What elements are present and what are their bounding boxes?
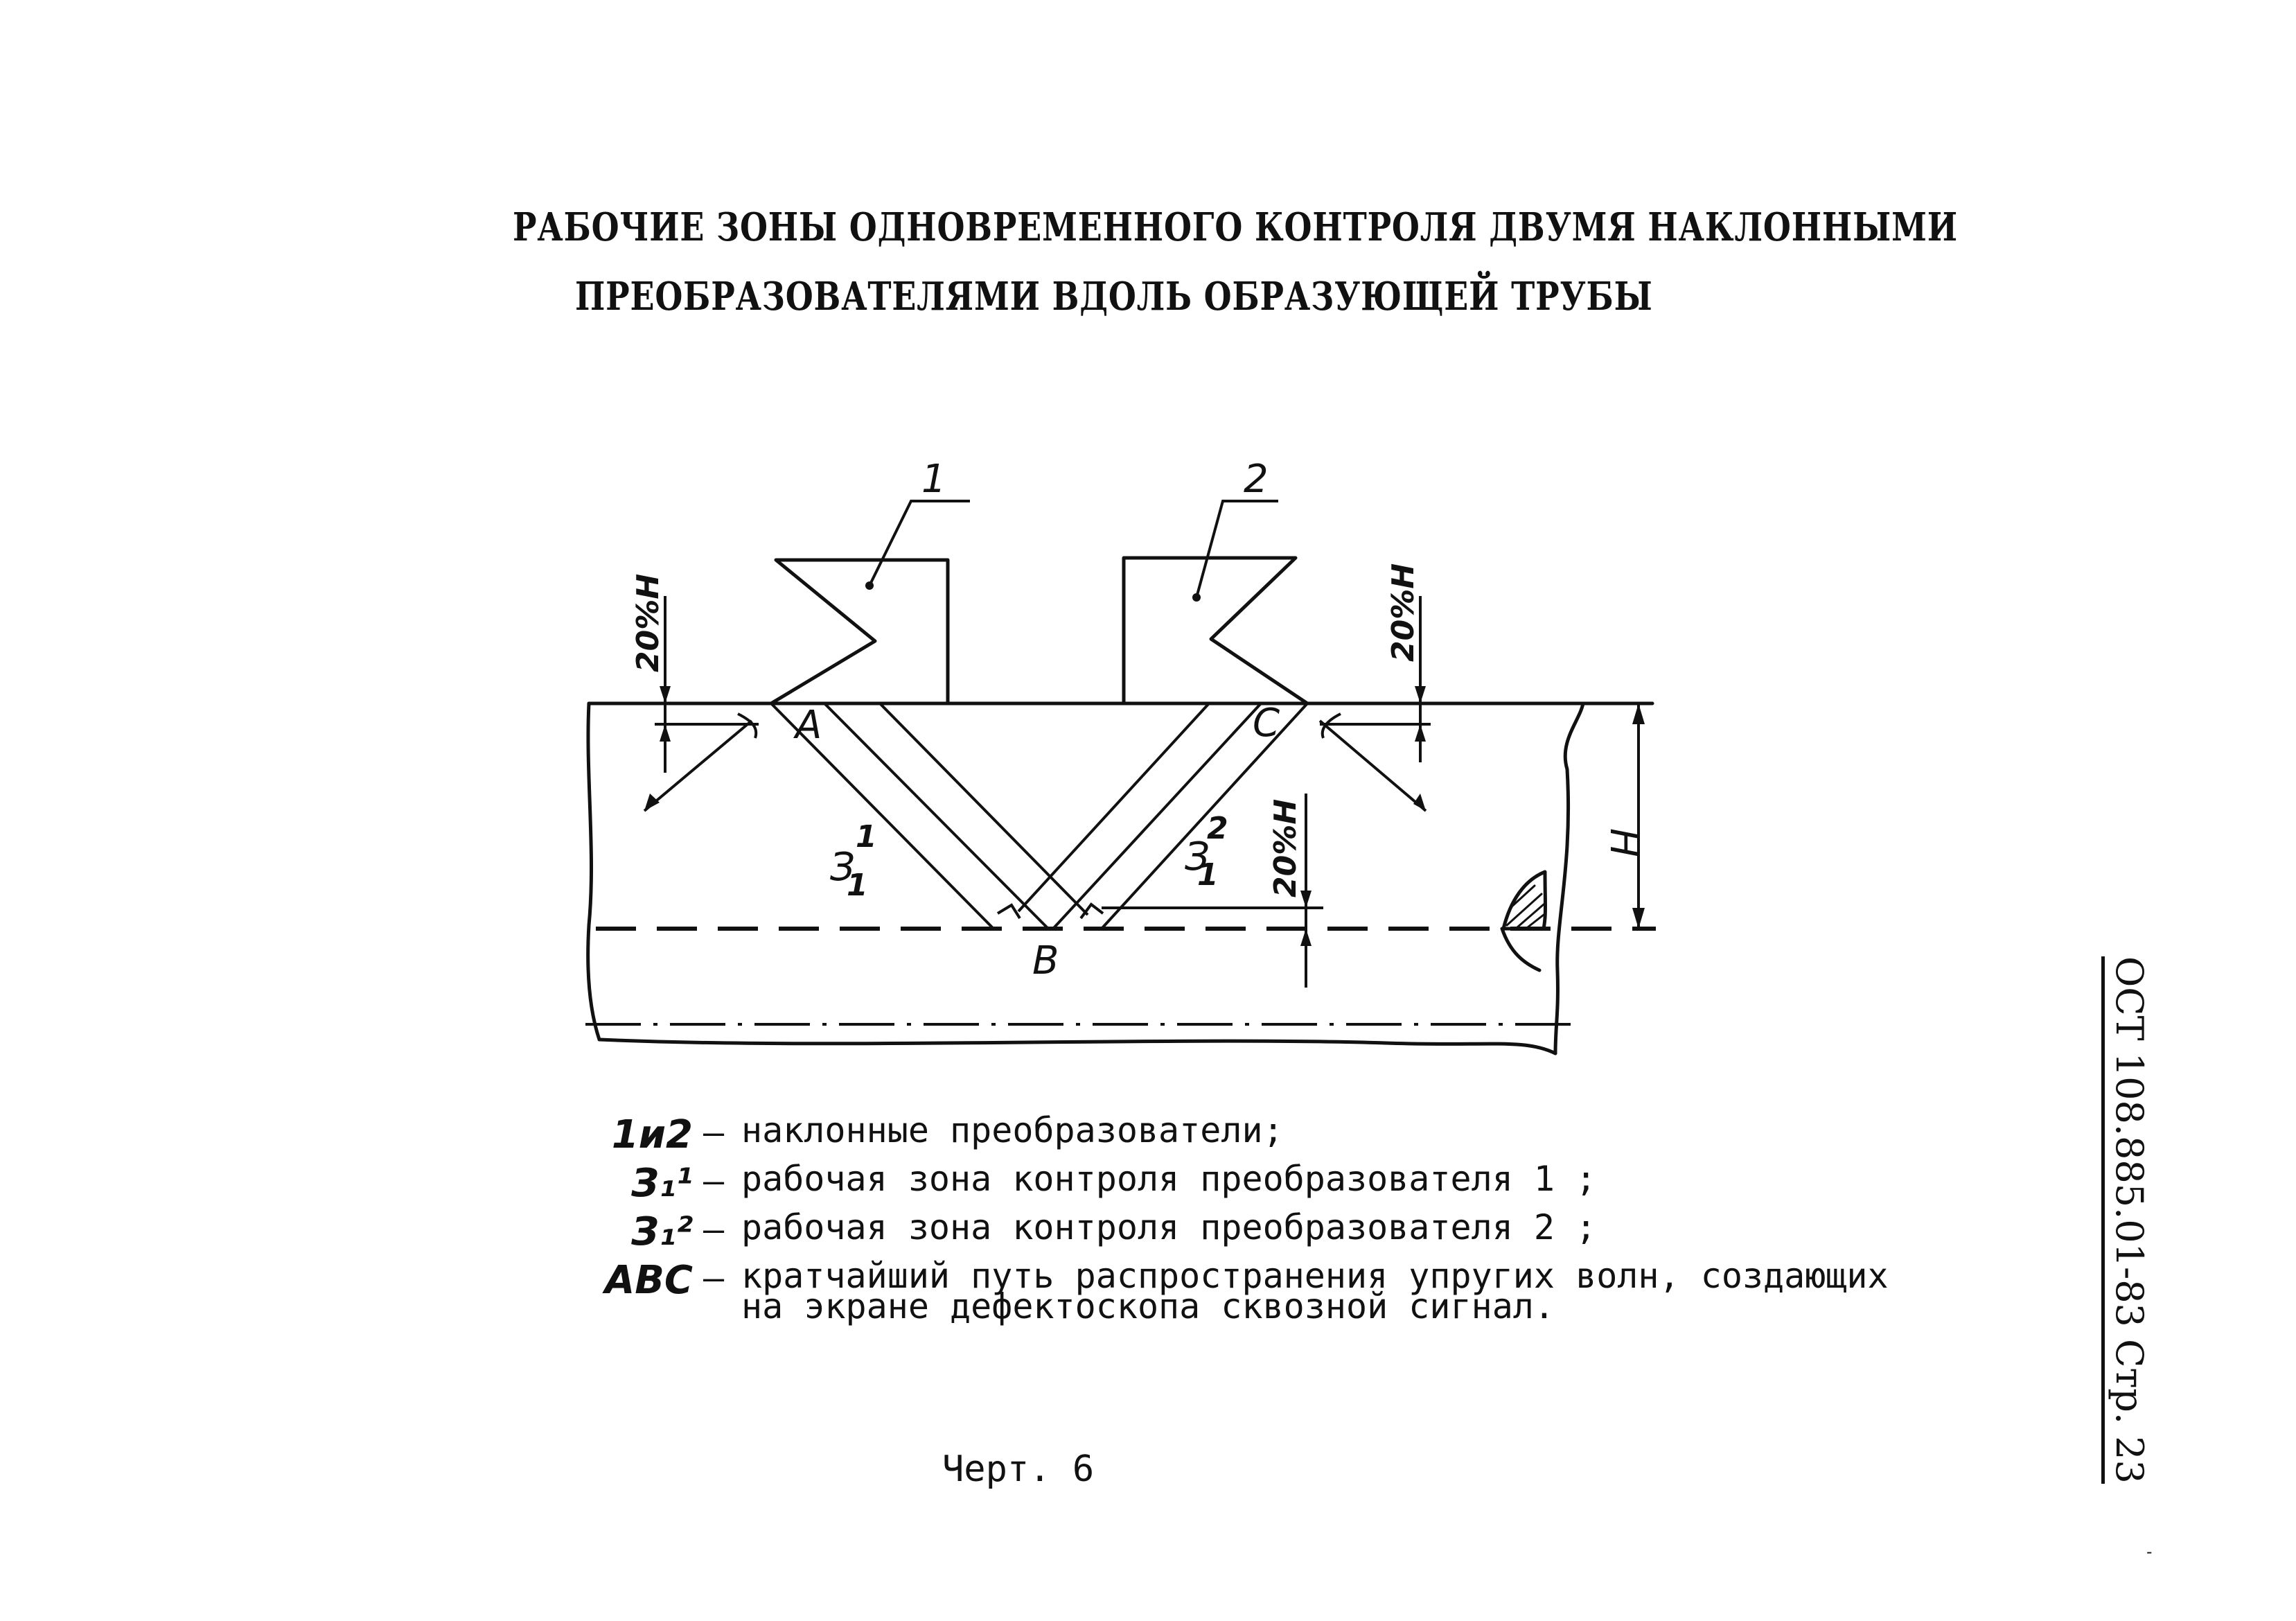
title-line-1: РАБОЧИЕ ЗОНЫ ОДНОВРЕМЕННОГО КОНТРОЛЯ ДВУ…	[513, 204, 1958, 250]
left-break-edge	[586, 701, 601, 1042]
legend-key: З₁¹	[631, 1161, 693, 1206]
zone-2-inner	[1052, 702, 1262, 930]
zone-1-inner	[823, 702, 1050, 930]
center-20H-label: 20%H	[1268, 799, 1303, 897]
legend-dash: –	[703, 1161, 725, 1201]
legend-text: кратчайший путь распространения упругих …	[741, 1256, 1889, 1296]
left-beam-arrow	[643, 719, 753, 812]
H-dimension-label: H	[1601, 828, 1646, 857]
probe-1	[770, 558, 950, 706]
probe-2-leader	[1195, 500, 1278, 598]
point-C-label: C	[1253, 701, 1280, 746]
corner-mark: -	[2144, 1542, 2155, 1561]
zone-2-far	[1017, 702, 1210, 913]
point-A-label: A	[793, 703, 822, 748]
zone-1-outer	[770, 702, 995, 930]
zone-1-far	[878, 702, 1089, 916]
legend-text: рабочая зона контроля преобразователя 1 …	[741, 1159, 1597, 1199]
probe-1-label: 1	[921, 457, 946, 502]
probe-1-dot	[865, 581, 874, 590]
title-line-2: ПРЕОБРАЗОВАТЕЛЯМИ ВДОЛЬ ОБРАЗУЮЩЕЙ ТРУБЫ	[575, 274, 1653, 319]
legend-key: ABC	[604, 1258, 693, 1303]
legend-dash: –	[703, 1209, 725, 1250]
legend-key: З₁²	[631, 1209, 693, 1254]
probe-2	[1122, 556, 1309, 706]
right-beam-arrow	[1318, 719, 1427, 812]
zone-1-label: З	[830, 845, 855, 890]
zone-1-sup: 1	[856, 819, 877, 855]
legend-text: рабочая зона контроля преобразователя 2 …	[741, 1207, 1597, 1247]
document-reference: ОСТ 108.885.01-83 Стр. 23	[2101, 956, 2151, 1484]
zone-2-label: З	[1185, 834, 1210, 879]
probe-1-leader	[868, 500, 970, 586]
zone-2-outer	[1100, 702, 1309, 930]
weld-root	[1500, 927, 1542, 972]
zone-1-sub: 1	[847, 868, 868, 903]
figure-caption: Черт. 6	[942, 1448, 1095, 1490]
left-20H-label: 20%H	[630, 574, 666, 672]
legend-key: 1и2	[611, 1112, 693, 1157]
right-20H-label: 20%H	[1386, 563, 1421, 662]
legend-dash: –	[703, 1112, 725, 1153]
right-break-edge	[1553, 701, 1585, 1055]
zone-2-sub: 1	[1197, 857, 1219, 893]
bottom-edge	[597, 1037, 1557, 1055]
point-B-label: B	[1032, 938, 1059, 983]
probe-2-dot	[1192, 593, 1201, 602]
legend-dash: –	[703, 1258, 725, 1298]
legend-text-continued: на экране дефектоскопа сквозной сигнал.	[741, 1286, 1555, 1326]
zone-2-sup: 2	[1207, 811, 1228, 846]
probe-2-label: 2	[1244, 457, 1269, 502]
legend-text: наклонные преобразователи;	[741, 1110, 1284, 1150]
